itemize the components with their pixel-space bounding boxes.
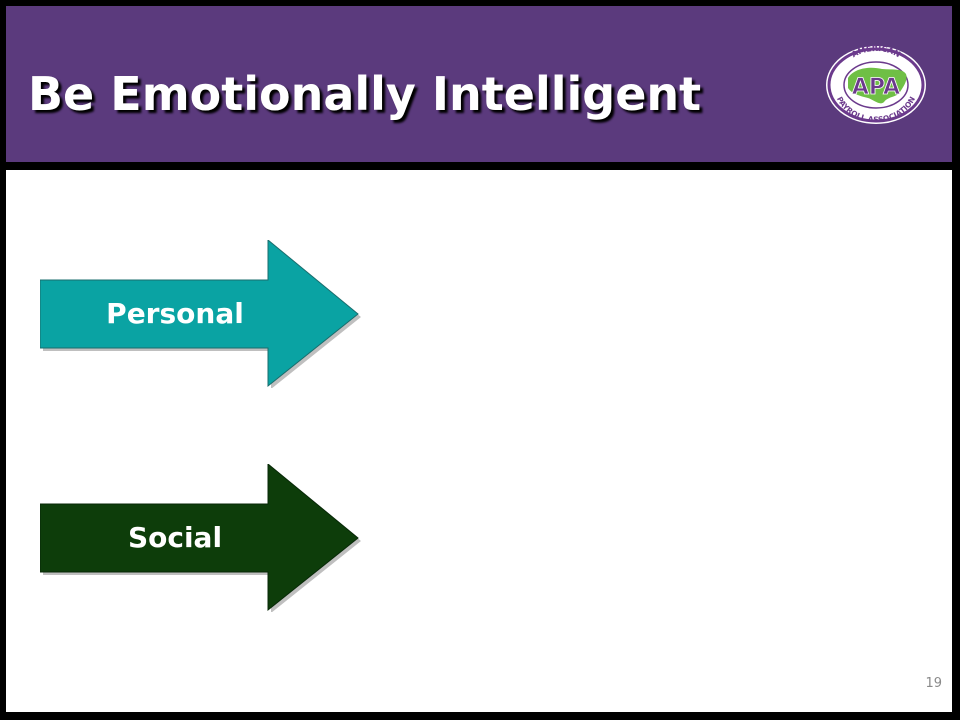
arrow-right-icon xyxy=(40,464,361,612)
arrow-social: Social xyxy=(40,464,362,612)
slide-content: Personal Social 19 xyxy=(6,170,952,712)
slide-title: Be Emotionally Intelligent xyxy=(28,67,702,121)
arrow-social-label: Social xyxy=(127,521,223,554)
arrow-personal-shape xyxy=(40,240,359,388)
arrow-right-icon xyxy=(40,240,361,388)
page-number: 19 xyxy=(925,676,942,691)
apa-logo-graphic: APA AMERICAN PAYROLL ASSOCIATION xyxy=(826,44,926,124)
usa-map-icon xyxy=(848,67,907,104)
logo-abbreviation: APA xyxy=(852,75,900,100)
apa-logo: APA AMERICAN PAYROLL ASSOCIATION xyxy=(824,44,928,126)
logo-ring-stroke xyxy=(827,47,925,123)
slide-header: Be Emotionally Intelligent APA AMERICAN … xyxy=(6,6,952,162)
arrow-social-shape xyxy=(40,464,359,612)
arrow-personal-label: Personal xyxy=(106,297,244,330)
arrow-personal: Personal xyxy=(40,240,362,388)
